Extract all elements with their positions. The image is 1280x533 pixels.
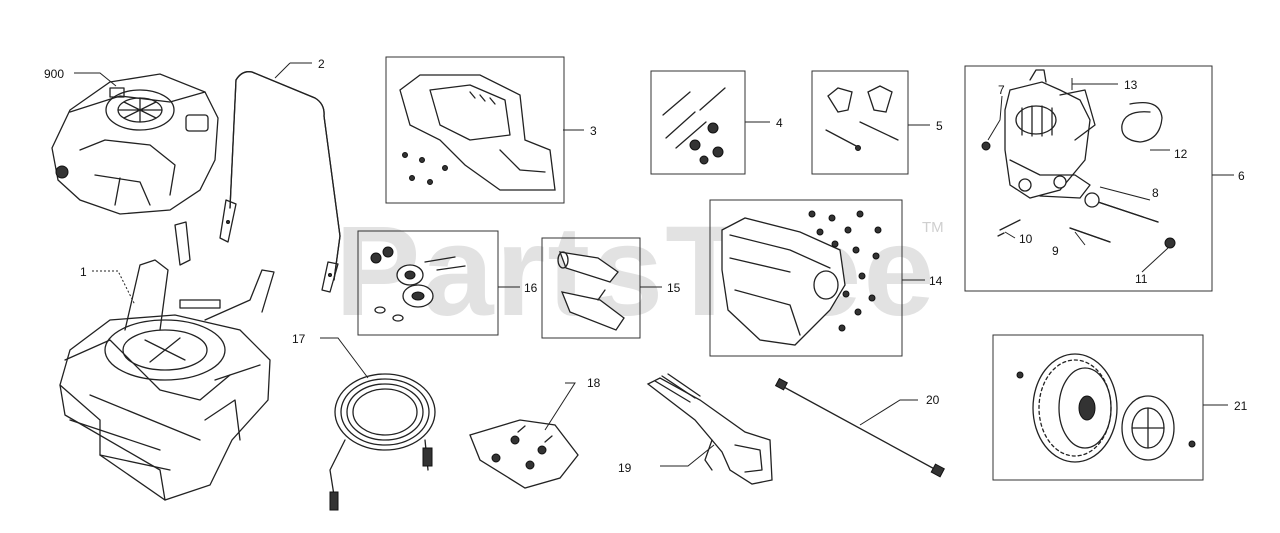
part-knobs-kit[interactable] xyxy=(825,85,899,151)
part-fastener-pack[interactable] xyxy=(469,419,579,489)
label-900: 900 xyxy=(44,67,64,81)
label-2: 2 xyxy=(318,57,325,71)
label-6: 6 xyxy=(1238,169,1245,183)
label-11: 11 xyxy=(1135,272,1148,286)
box-part-21 xyxy=(992,334,1204,481)
label-16: 16 xyxy=(524,281,538,295)
box-part-4 xyxy=(650,70,746,175)
part-wheel-hardware[interactable] xyxy=(370,246,466,322)
label-9: 9 xyxy=(1052,244,1059,258)
part-pump[interactable] xyxy=(981,69,1096,199)
part-tool-tray[interactable] xyxy=(721,210,882,346)
label-17: 17 xyxy=(292,332,306,346)
part-bolts-kit[interactable] xyxy=(662,87,726,165)
box-part-5 xyxy=(811,70,909,175)
label-15: 15 xyxy=(667,281,681,295)
part-holder-kit[interactable] xyxy=(557,251,625,331)
watermark: PartsTree xyxy=(335,200,937,343)
label-19: 19 xyxy=(618,461,632,475)
label-8: 8 xyxy=(1152,186,1159,200)
part-spray-gun[interactable] xyxy=(646,373,773,485)
label-12: 12 xyxy=(1174,147,1188,161)
label-10: 10 xyxy=(1019,232,1033,246)
part-wand[interactable] xyxy=(774,377,945,478)
label-20: 20 xyxy=(926,393,940,407)
label-13: 13 xyxy=(1124,78,1138,92)
part-pump-tube-12[interactable] xyxy=(1121,101,1163,143)
label-4: 4 xyxy=(776,116,783,130)
part-hose[interactable] xyxy=(329,373,436,511)
box-part-14 xyxy=(709,199,903,357)
label-5: 5 xyxy=(936,119,943,133)
label-21: 21 xyxy=(1234,399,1248,413)
box-part-16 xyxy=(357,230,499,336)
label-18: 18 xyxy=(587,376,601,390)
label-1: 1 xyxy=(80,265,87,279)
part-handle[interactable] xyxy=(219,71,341,293)
part-control-panel[interactable] xyxy=(399,74,556,191)
label-7: 7 xyxy=(998,83,1005,97)
part-engine[interactable] xyxy=(51,73,219,215)
part-frame[interactable] xyxy=(59,221,275,501)
part-wheel[interactable] xyxy=(1016,353,1196,463)
box-part-15 xyxy=(541,237,641,339)
label-14: 14 xyxy=(929,274,943,288)
label-3: 3 xyxy=(590,124,597,138)
box-part-6 xyxy=(964,65,1213,292)
part-pump-hoses[interactable] xyxy=(997,192,1176,249)
watermark-trademark: TM xyxy=(922,219,944,236)
